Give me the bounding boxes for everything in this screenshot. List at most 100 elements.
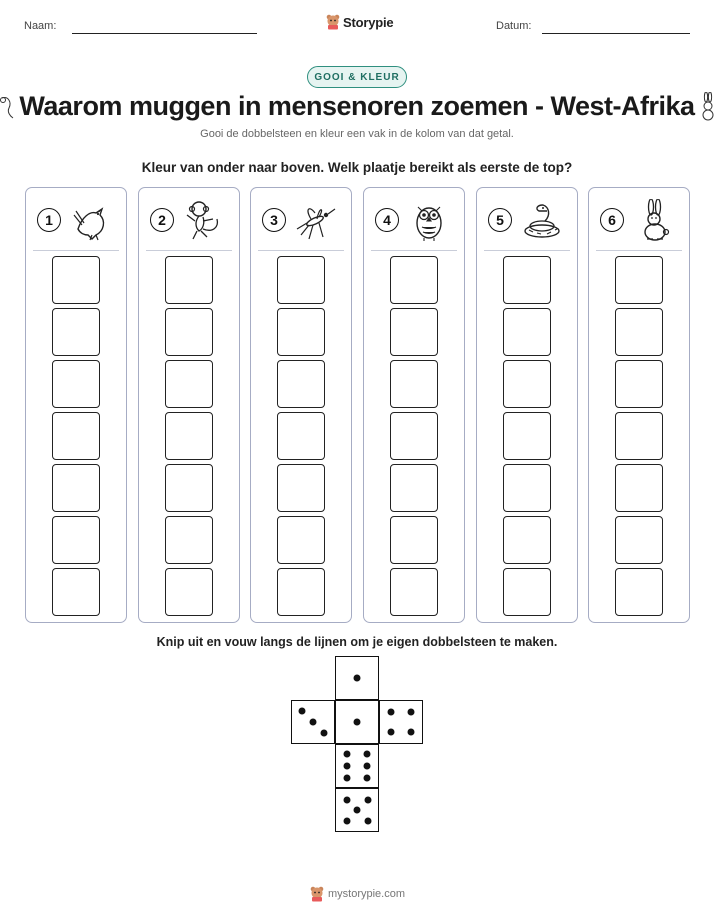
color-box[interactable]	[52, 412, 100, 460]
color-box[interactable]	[277, 256, 325, 304]
color-box[interactable]	[390, 412, 438, 460]
die-number: 5	[488, 208, 512, 232]
color-box[interactable]	[52, 360, 100, 408]
rabbit-icon	[644, 199, 670, 241]
color-box[interactable]	[277, 412, 325, 460]
color-box[interactable]	[503, 464, 551, 512]
die-face-3	[291, 700, 335, 744]
page-subtitle: Gooi de dobbelsteen en kleur een vak in …	[200, 128, 514, 140]
color-box[interactable]	[277, 516, 325, 564]
die-pip	[353, 718, 361, 726]
color-box[interactable]	[390, 464, 438, 512]
color-box[interactable]	[615, 308, 663, 356]
die-pip	[407, 728, 415, 736]
color-box[interactable]	[503, 516, 551, 564]
color-box[interactable]	[503, 308, 551, 356]
die-pip	[363, 774, 371, 782]
date-write-line	[542, 33, 690, 34]
color-box[interactable]	[277, 308, 325, 356]
color-box[interactable]	[52, 464, 100, 512]
color-box[interactable]	[52, 308, 100, 356]
color-box[interactable]	[165, 412, 213, 460]
color-box[interactable]	[165, 516, 213, 564]
column-4: 4	[363, 187, 465, 623]
color-box[interactable]	[615, 360, 663, 408]
rabbit-decoration-icon	[702, 92, 714, 121]
date-label: Datum:	[496, 20, 532, 32]
storypie-mascot-icon	[326, 14, 340, 30]
color-box[interactable]	[277, 360, 325, 408]
color-box[interactable]	[165, 256, 213, 304]
column-2: 2	[138, 187, 240, 623]
footer: mystorypie.com	[310, 884, 405, 904]
color-box[interactable]	[503, 360, 551, 408]
column-divider	[484, 250, 570, 251]
color-box[interactable]	[615, 412, 663, 460]
die-pip	[363, 762, 371, 770]
column-divider	[371, 250, 457, 251]
color-box[interactable]	[277, 568, 325, 616]
color-box[interactable]	[615, 568, 663, 616]
column-divider	[33, 250, 119, 251]
column-header: 1	[26, 188, 126, 250]
color-box[interactable]	[165, 464, 213, 512]
column-header: 3	[251, 188, 351, 250]
column-divider	[258, 250, 344, 251]
name-write-line	[72, 33, 257, 34]
snake-icon	[524, 204, 560, 238]
column-1: 1	[25, 187, 127, 623]
die-pip	[353, 674, 361, 682]
color-box[interactable]	[615, 516, 663, 564]
die-pip	[309, 718, 317, 726]
die-pip	[353, 806, 361, 814]
die-pip	[387, 708, 395, 716]
color-box[interactable]	[390, 568, 438, 616]
die-number: 3	[262, 208, 286, 232]
die-pip	[343, 817, 350, 824]
color-box[interactable]	[503, 256, 551, 304]
color-box[interactable]	[52, 516, 100, 564]
color-box[interactable]	[503, 568, 551, 616]
die-pip	[387, 728, 395, 736]
color-box[interactable]	[165, 308, 213, 356]
color-box[interactable]	[390, 308, 438, 356]
color-box[interactable]	[165, 360, 213, 408]
monkey-icon	[186, 201, 219, 240]
die-face-4	[379, 700, 423, 744]
brand-name: Storypie	[343, 14, 394, 30]
color-box[interactable]	[52, 568, 100, 616]
game-instruction: Kleur van onder naar boven. Welk plaatje…	[141, 160, 573, 175]
die-number: 6	[600, 208, 624, 232]
die-face-1	[335, 700, 379, 744]
die-face-1	[335, 656, 379, 700]
color-box[interactable]	[52, 256, 100, 304]
column-header: 5	[477, 188, 577, 250]
storypie-mascot-icon	[310, 886, 324, 902]
die-pip	[320, 729, 328, 737]
color-box[interactable]	[615, 256, 663, 304]
column-header: 2	[139, 188, 239, 250]
die-pip	[343, 750, 351, 758]
color-box[interactable]	[615, 464, 663, 512]
color-box[interactable]	[503, 412, 551, 460]
color-box[interactable]	[390, 360, 438, 408]
name-label: Naam:	[24, 20, 57, 32]
die-face-6	[335, 744, 379, 788]
color-box[interactable]	[165, 568, 213, 616]
storypie-logo: Storypie	[326, 12, 394, 32]
column-3: 3	[250, 187, 352, 623]
eagle-icon	[73, 207, 105, 241]
mosquito-icon	[296, 208, 336, 240]
worksheet-header: Naam: Storypie Datum:	[0, 0, 714, 50]
die-pip	[298, 707, 306, 715]
color-box[interactable]	[390, 516, 438, 564]
monkey-decoration-icon	[0, 97, 14, 119]
die-pip	[343, 762, 351, 770]
page-title: Waarom muggen in mensenoren zoemen - Wes…	[19, 91, 695, 121]
die-pip	[364, 817, 371, 824]
column-divider	[596, 250, 682, 251]
die-pip	[364, 796, 371, 803]
color-box[interactable]	[277, 464, 325, 512]
color-box[interactable]	[390, 256, 438, 304]
cut-instruction: Knip uit en vouw langs de lijnen om je e…	[156, 635, 558, 649]
